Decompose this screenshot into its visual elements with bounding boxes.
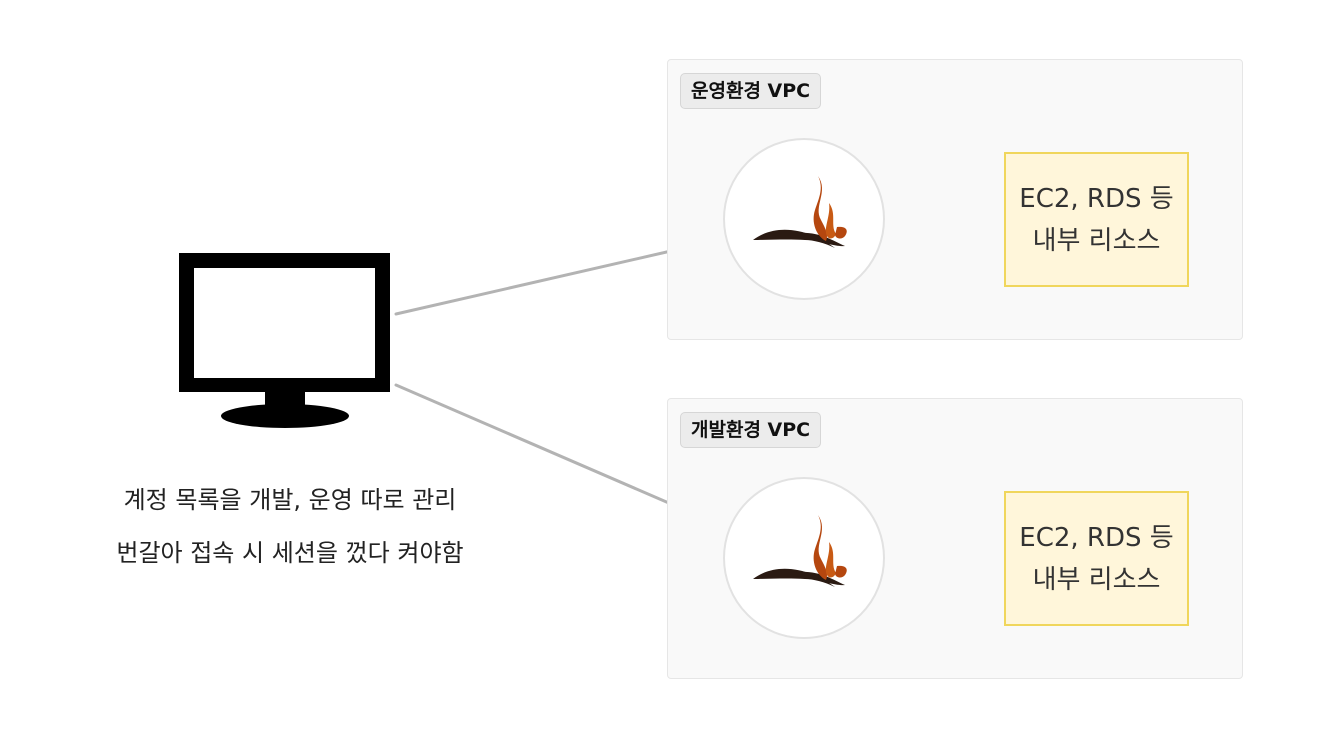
- bastion-logo-icon: [753, 515, 847, 587]
- client-caption-line-2: 번갈아 접속 시 세션을 껐다 켜야함: [116, 539, 464, 567]
- vpc-development: 개발환경 VPC EC2, RDS 등 내부 리소스: [667, 398, 1243, 679]
- bastion-node-production[interactable]: [723, 138, 885, 300]
- resource-line-1: EC2, RDS 등: [1019, 522, 1174, 553]
- internal-resources-production[interactable]: EC2, RDS 등 내부 리소스: [1004, 152, 1189, 287]
- bastion-node-development[interactable]: [723, 477, 885, 639]
- vpc-production-label: 운영환경 VPC: [680, 73, 822, 109]
- bastion-logo-icon: [753, 176, 847, 248]
- resource-line-2: 내부 리소스: [1032, 564, 1161, 595]
- resource-line-1: EC2, RDS 등: [1019, 183, 1174, 214]
- client-caption-line-1: 계정 목록을 개발, 운영 따로 관리: [123, 486, 457, 514]
- internal-resources-development[interactable]: EC2, RDS 등 내부 리소스: [1004, 491, 1189, 626]
- resource-line-2: 내부 리소스: [1032, 225, 1161, 256]
- vpc-production: 운영환경 VPC EC2, RDS 등 내부 리소스: [667, 59, 1243, 340]
- vpc-development-label: 개발환경 VPC: [680, 412, 822, 448]
